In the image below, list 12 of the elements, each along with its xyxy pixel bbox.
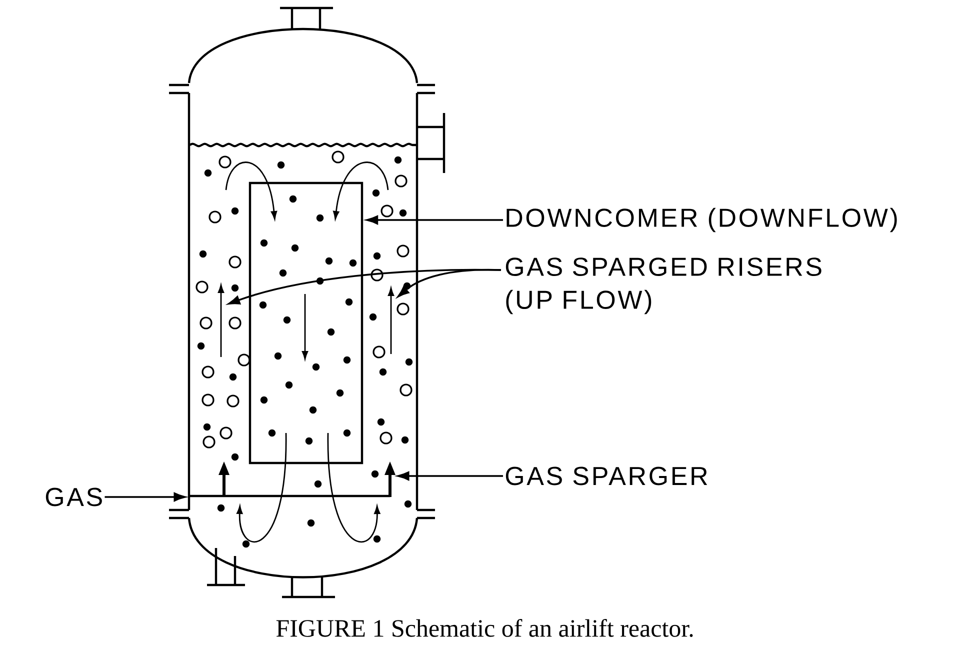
leader-line [104,492,186,502]
callout-label: GAS SPARGER [506,466,708,486]
leader-line [398,268,502,298]
leader-line [398,472,503,480]
callout-label: GAS [46,488,102,506]
flow-arrow [218,284,224,357]
callout-label: GAS SPARGED RISERS (UP FLOW) [506,258,822,314]
draft-tube [248,182,364,464]
caption: FIGURE 1 Schematic of an airlift reactor. [276,619,693,637]
leader-line [366,216,503,224]
callout-label: DOWNCOMER (DOWNFLOW) [506,208,897,232]
flow-arrow [388,288,394,354]
